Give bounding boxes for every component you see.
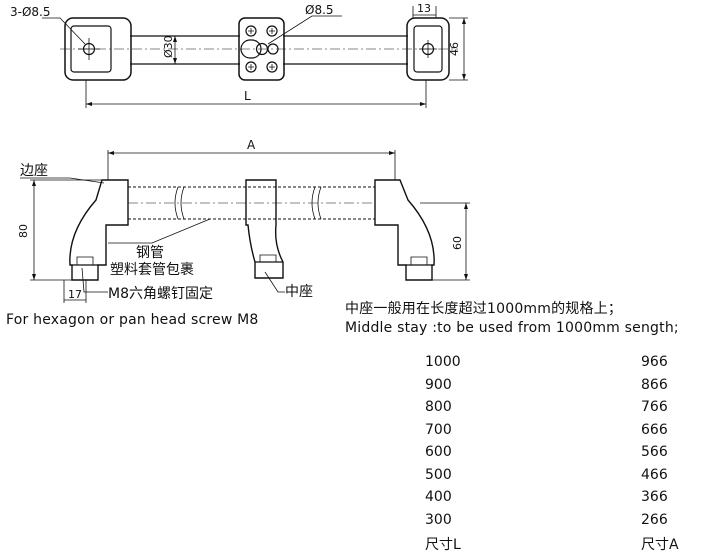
size-l-cell: 800 xyxy=(425,399,452,415)
right-end-base xyxy=(374,179,435,281)
note-middle-en: Middle stay :to be used from 1000mm seng… xyxy=(345,320,679,336)
size-l-cell: 700 xyxy=(425,421,452,438)
dim-height-left-label: 80 xyxy=(17,224,30,238)
center-hole-label: Ø8.5 xyxy=(305,3,334,17)
header-size-l: 尺寸L xyxy=(425,537,461,553)
size-a-cell: 766 xyxy=(641,399,668,415)
size-l-cell: 300 xyxy=(425,511,452,528)
header-size-a: 尺寸A xyxy=(641,537,679,553)
table-row: 900 866 xyxy=(425,377,685,400)
dim-height-right-label: 60 xyxy=(451,236,464,250)
size-table: 1000 966 900 866 800 766 700 666 600 566… xyxy=(425,354,685,557)
middle-base xyxy=(245,179,284,279)
table-row: 1000 966 xyxy=(425,354,685,377)
dim-width-label: 13 xyxy=(417,2,431,15)
size-l-cell: 600 xyxy=(425,444,452,460)
label-end-base: 边座 xyxy=(20,163,48,179)
label-tube-1: 钢管 xyxy=(136,245,164,261)
table-row: 500 466 xyxy=(425,467,685,490)
size-a-cell: 566 xyxy=(641,444,668,460)
table-row: 700 666 xyxy=(425,422,685,445)
size-a-cell: 866 xyxy=(641,376,668,393)
table-row: 600 566 xyxy=(425,444,685,467)
dim-a-label: A xyxy=(247,138,256,152)
table-row: 400 366 xyxy=(425,489,685,512)
size-l-cell: 900 xyxy=(425,376,452,393)
size-l-cell: 500 xyxy=(425,466,452,483)
left-end-base xyxy=(69,179,129,281)
label-middle: 中座 xyxy=(285,284,313,300)
dim-length-label: L xyxy=(244,89,251,103)
table-row: 800 766 xyxy=(425,399,685,422)
size-a-cell: 266 xyxy=(641,511,668,528)
size-l-cell: 400 xyxy=(425,489,452,505)
size-a-cell: 466 xyxy=(641,466,668,483)
dim-height-label: 46 xyxy=(448,42,461,56)
label-tube-2: 塑料套管包裹 xyxy=(110,262,194,278)
note-middle-cn: 中座一般用在长度超过1000mm的规格上； xyxy=(345,301,623,317)
side-view: A 80 60 17 边座 钢管 塑料套管包裹 M8六角螺钉固定 中座 xyxy=(17,138,470,303)
size-a-cell: 966 xyxy=(641,354,668,370)
label-screw: M8六角螺钉固定 xyxy=(108,286,213,302)
size-a-cell: 366 xyxy=(641,489,668,505)
note-screw-en: For hexagon or pan head screw M8 xyxy=(6,312,259,328)
dim-foot-label: 17 xyxy=(68,288,82,301)
table-header-row: 尺寸L 尺寸A xyxy=(425,534,685,557)
dim-tube-label: Ø30 xyxy=(162,35,175,58)
size-l-cell: 1000 xyxy=(425,354,461,370)
size-a-cell: 666 xyxy=(641,421,668,438)
table-row: 300 266 xyxy=(425,512,685,535)
hole-label: 3-Ø8.5 xyxy=(10,5,51,19)
top-view: 3-Ø8.5 Ø8.5 13 46 Ø30 L xyxy=(10,2,468,108)
